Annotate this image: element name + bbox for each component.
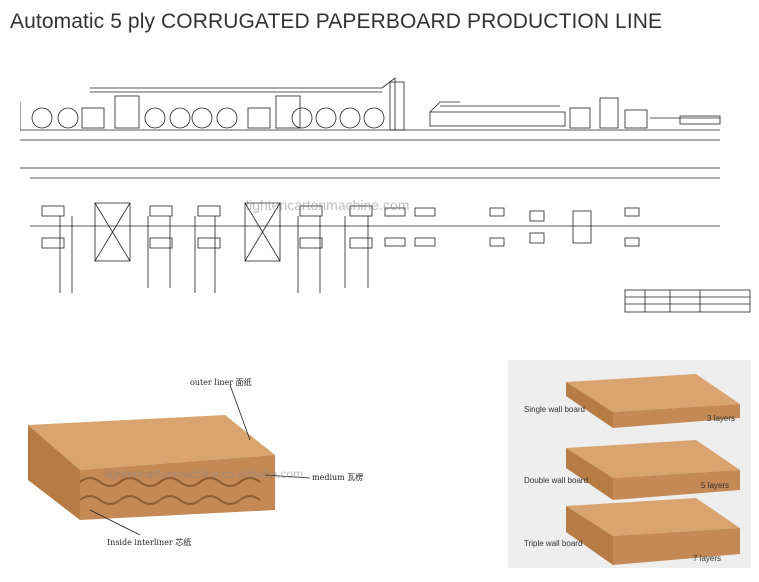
board-structure-diagram: outer liner 面纸 medium 瓦楞 Inside interlin… xyxy=(28,377,363,547)
ply-boards-illustration: Single wall board 3 layers Double wall b… xyxy=(524,374,740,565)
watermark-board: lightencartonmachine.cn.alibaba.com xyxy=(105,467,304,481)
page-title: Automatic 5 ply CORRUGATED PAPERBOARD PR… xyxy=(10,10,663,33)
ply-layers-single: 3 layers xyxy=(707,414,735,423)
ply-types-panel: Single wall board 3 layers Double wall b… xyxy=(508,360,751,568)
ply-label-double: Double wall board xyxy=(524,476,588,485)
production-line-layout-drawing xyxy=(20,77,751,313)
ply-label-triple: Triple wall board xyxy=(524,539,582,548)
ply-layers-double: 5 layers xyxy=(701,481,729,490)
ply-label-single: Single wall board xyxy=(524,405,585,414)
medium-label: medium 瓦楞 xyxy=(312,472,363,482)
outer-liner-label: outer liner 面纸 xyxy=(190,377,252,387)
ply-layers-triple: 7 layers xyxy=(693,554,721,563)
inside-interliner-label: Inside interliner 芯纸 xyxy=(107,537,191,547)
watermark-drawing: lightencartonmachine.com xyxy=(246,197,410,213)
